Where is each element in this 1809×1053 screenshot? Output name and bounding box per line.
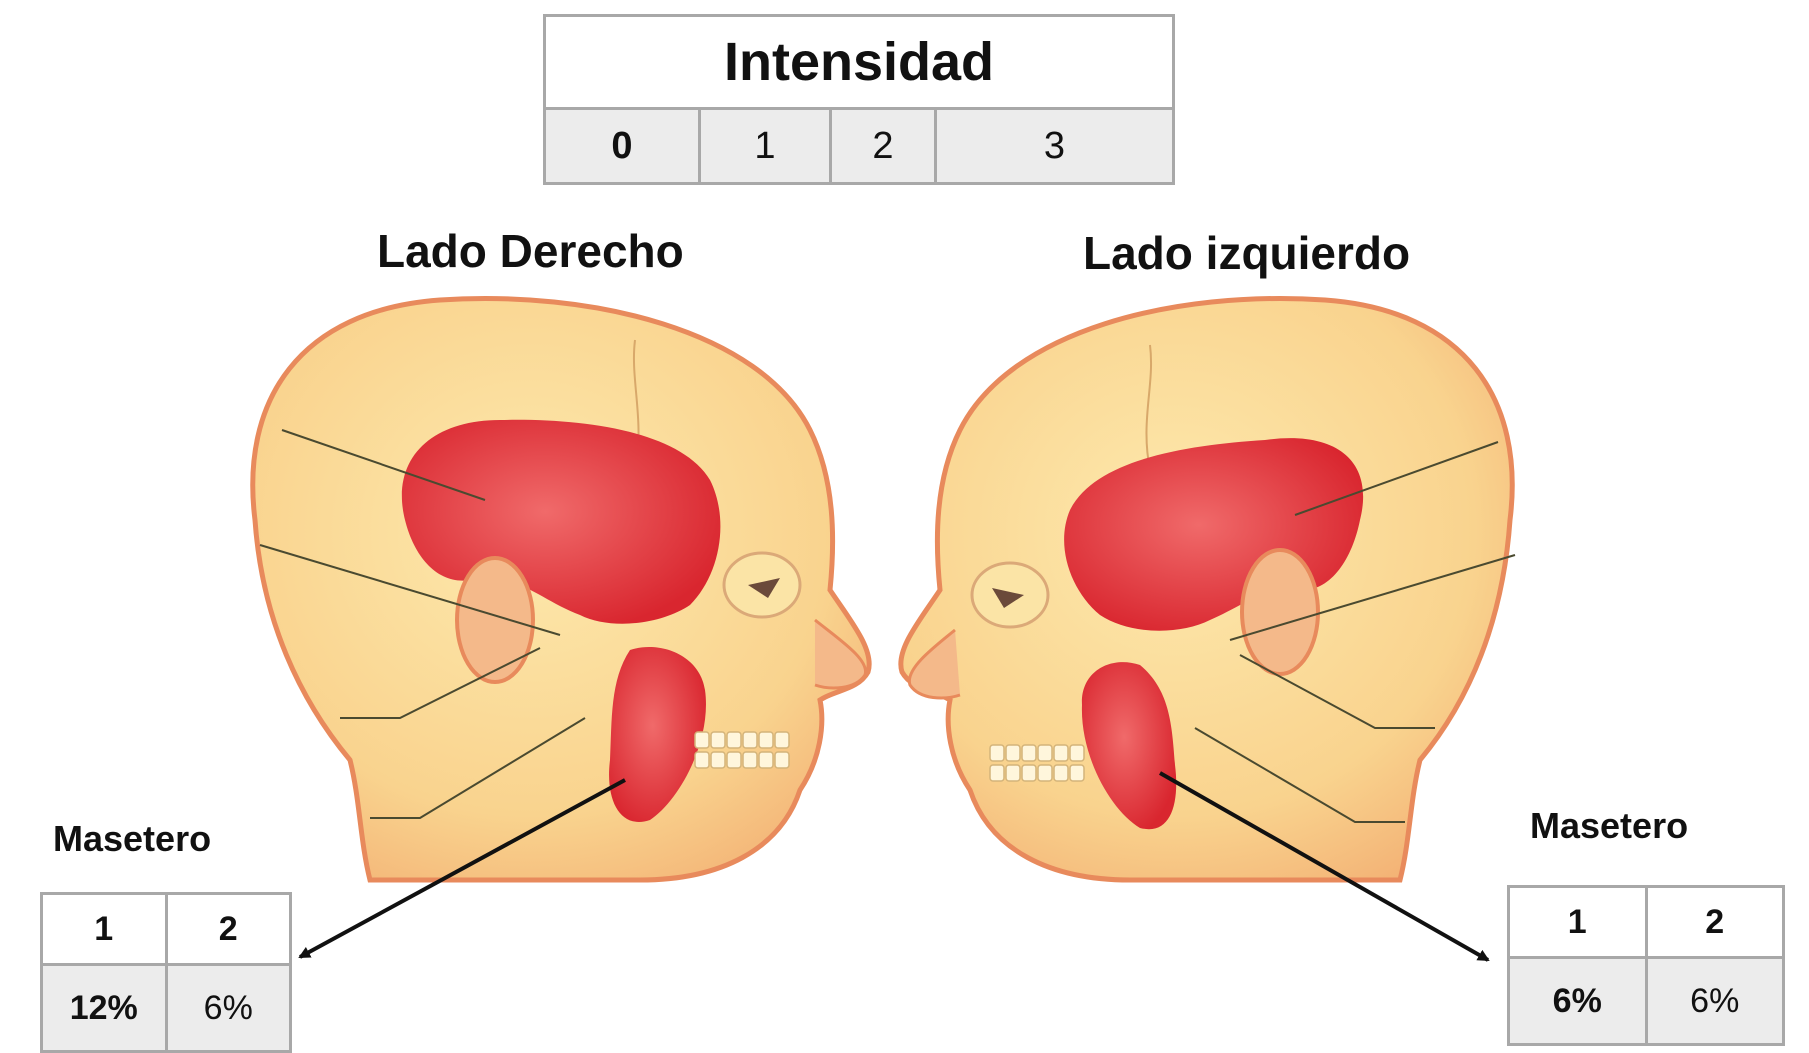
left-masseter-header-1: 1 — [1509, 887, 1647, 958]
right-head — [253, 299, 869, 880]
left-masseter-header-2: 2 — [1646, 887, 1784, 958]
right-masseter-table: 1 2 12% 6% — [40, 892, 292, 1053]
right-masseter-header-1: 1 — [42, 894, 167, 965]
right-ear — [457, 558, 533, 682]
right-masseter-header-2: 2 — [166, 894, 291, 965]
left-masseter-value-1: 6% — [1509, 958, 1647, 1045]
left-masseter-value-2: 6% — [1646, 958, 1784, 1045]
left-masseter-table: 1 2 6% 6% — [1507, 885, 1785, 1046]
left-masseter-label: Masetero — [1530, 805, 1688, 847]
right-masseter-value-2: 6% — [166, 965, 291, 1052]
left-ear — [1242, 550, 1318, 674]
left-head — [901, 299, 1515, 880]
right-masseter-value-1: 12% — [42, 965, 167, 1052]
right-masseter-label: Masetero — [53, 818, 211, 860]
